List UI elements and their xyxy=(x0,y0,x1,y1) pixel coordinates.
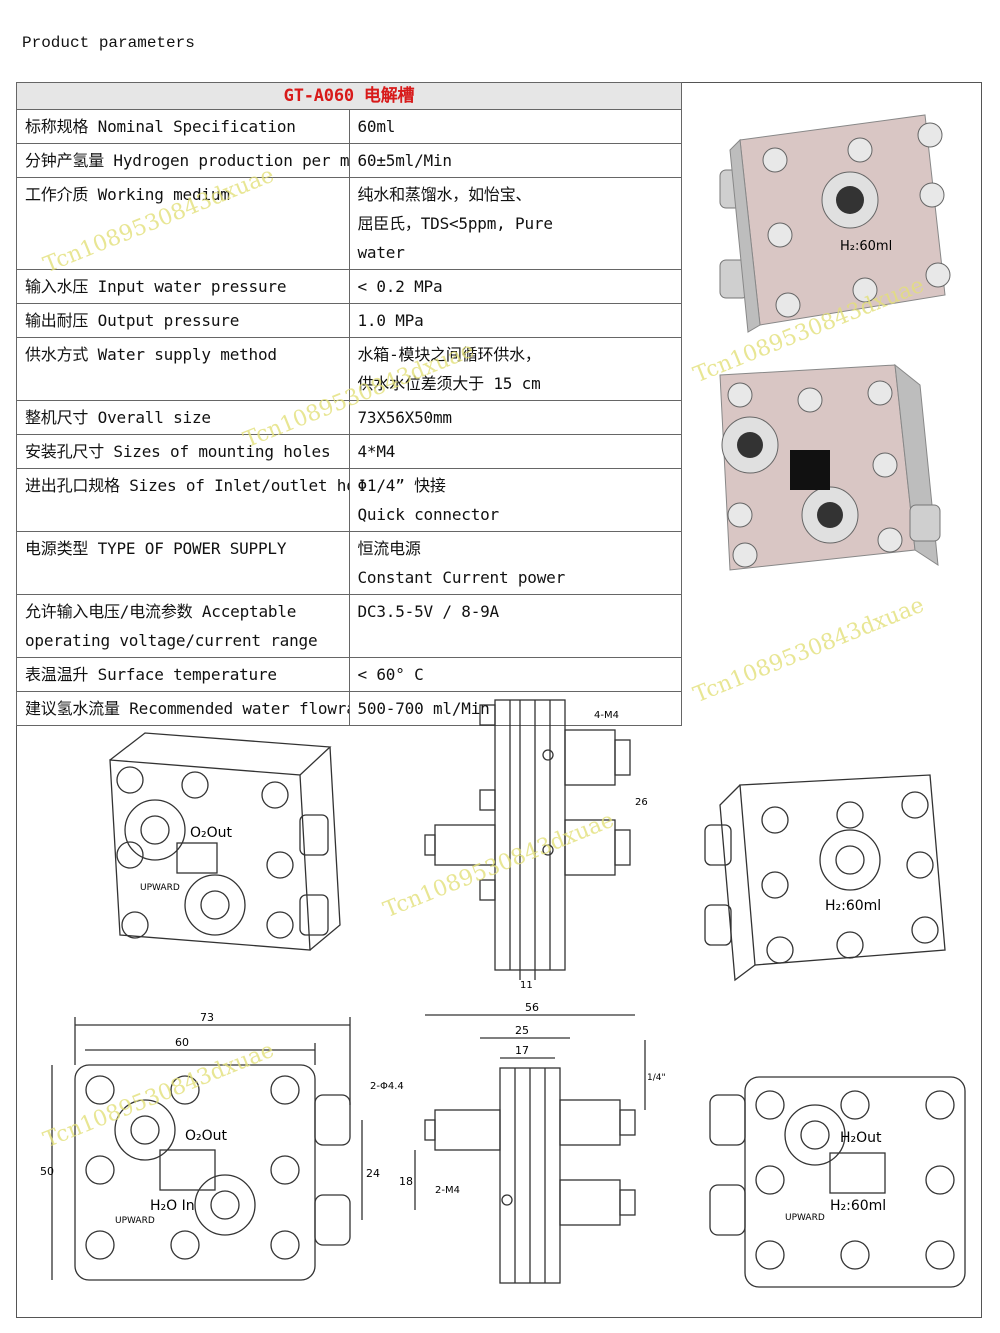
row-label: 工作介质 Working medium xyxy=(16,177,350,270)
dim-25: 25 xyxy=(515,1024,529,1037)
row-label: 进出孔口规格 Sizes of Inlet/outlet holes xyxy=(16,468,350,532)
row-value: < 0.2 MPa xyxy=(348,269,682,304)
table-row: 允许输入电压/电流参数 Acceptable operating voltage… xyxy=(16,594,682,658)
table-row: 输入水压 Input water pressure < 0.2 MPa xyxy=(16,269,682,304)
table-title-row: GT-A060 电解槽 xyxy=(16,82,682,110)
dim-24: 24 xyxy=(366,1167,380,1180)
row-value: 恒流电源 Constant Current power xyxy=(348,531,682,595)
drawing-side-dimensions: 56 25 17 18 2-M4 1/4" xyxy=(399,1001,665,1284)
drawing-isometric-front: O₂Out UPWARD xyxy=(109,732,341,951)
table-row: 表温温升 Surface temperature < 60° C xyxy=(16,657,682,692)
row-value-line: 纯水和蒸馏水，如怡宝、 xyxy=(357,185,532,204)
h2-out-back: H₂Out xyxy=(840,1130,882,1146)
row-value-line: 水箱-模块之间循环供水， xyxy=(357,345,541,364)
table-row: 工作介质 Working medium 纯水和蒸馏水，如怡宝、 屈臣氏，TDS<… xyxy=(16,177,682,270)
row-label: 表温温升 Surface temperature xyxy=(16,657,350,692)
row-value: 水箱-模块之间循环供水， 供水水位差须大于 15 cm xyxy=(348,337,682,401)
row-label: 允许输入电压/电流参数 Acceptable operating voltage… xyxy=(16,594,350,658)
row-value-line: 恒流电源 xyxy=(357,539,421,558)
table-row: 安装孔尺寸 Sizes of mounting holes 4*M4 xyxy=(16,434,682,469)
table-row: 电源类型 TYPE OF POWER SUPPLY 恒流电源 Constant … xyxy=(16,531,682,595)
row-value: 4*M4 xyxy=(348,434,682,469)
row-value: 60±5ml/Min xyxy=(348,143,682,178)
row-label: 标称规格 Nominal Specification xyxy=(16,109,350,144)
dim-11: 11 xyxy=(520,980,533,990)
h2-rate-back: H₂:60ml xyxy=(830,1198,886,1214)
row-value-line: water xyxy=(357,243,405,262)
table-row: 建议氢水流量 Recommended water flowrate 500-70… xyxy=(16,691,682,726)
dim-26: 26 xyxy=(635,797,648,808)
row-label-line: 允许输入电压/电流参数 Acceptable xyxy=(25,602,297,621)
dim-50: 50 xyxy=(40,1165,54,1178)
drawing-side-view: 4-M4 26 11 xyxy=(424,699,648,990)
row-label: 建议氢水流量 Recommended water flowrate xyxy=(16,691,350,726)
o2-out-front: O₂Out xyxy=(185,1128,228,1144)
dim-thread: 1/4" xyxy=(647,1073,665,1083)
table-row: 输出耐压 Output pressure 1.0 MPa xyxy=(16,303,682,338)
page-heading: Product parameters xyxy=(22,34,195,52)
dim-60: 60 xyxy=(175,1036,189,1049)
drawing-back-view: H₂Out H₂:60ml UPWARD xyxy=(709,1076,966,1288)
h2-rate-label: H₂:60ml xyxy=(840,239,892,254)
row-label: 电源类型 TYPE OF POWER SUPPLY xyxy=(16,531,350,595)
row-label: 分钟产氢量 Hydrogen production per minute xyxy=(16,143,350,178)
product-photo-back xyxy=(719,363,941,571)
dim-73: 73 xyxy=(200,1011,214,1024)
row-label: 安装孔尺寸 Sizes of mounting holes xyxy=(16,434,350,469)
row-value-line: Φ1/4” 快接 xyxy=(357,476,446,495)
row-value-line: 供水水位差须大于 15 cm xyxy=(357,374,541,393)
dim-2-m4: 2-M4 xyxy=(435,1185,460,1196)
row-value: Φ1/4” 快接 Quick connector xyxy=(348,468,682,532)
table-row: 进出孔口规格 Sizes of Inlet/outlet holes Φ1/4”… xyxy=(16,468,682,532)
row-value: 纯水和蒸馏水，如怡宝、 屈臣氏，TDS<5ppm, Pure water xyxy=(348,177,682,270)
table-row: 供水方式 Water supply method 水箱-模块之间循环供水， 供水… xyxy=(16,337,682,401)
dim-17: 17 xyxy=(515,1044,529,1057)
upward-back: UPWARD xyxy=(785,1213,825,1223)
row-value-line: 屈臣氏，TDS<5ppm, Pure xyxy=(357,214,553,233)
dim-4-m4: 4-M4 xyxy=(594,710,619,721)
row-label: 输入水压 Input water pressure xyxy=(16,269,350,304)
row-label: 供水方式 Water supply method xyxy=(16,337,350,401)
table-row: 标称规格 Nominal Specification 60ml xyxy=(16,109,682,144)
row-label: 输出耐压 Output pressure xyxy=(16,303,350,338)
o2-out-label: O₂Out xyxy=(190,825,233,841)
row-value-line: Quick connector xyxy=(357,505,500,524)
dim-56: 56 xyxy=(525,1001,539,1014)
table-title: GT-A060 电解槽 xyxy=(16,82,682,110)
row-label: 整机尺寸 Overall size xyxy=(16,400,350,435)
h2o-in-front: H₂O In xyxy=(150,1198,195,1214)
row-value: 73X56X50mm xyxy=(348,400,682,435)
row-value: 1.0 MPa xyxy=(348,303,682,338)
table-row: 整机尺寸 Overall size 73X56X50mm xyxy=(16,400,682,435)
table-row: 分钟产氢量 Hydrogen production per minute 60±… xyxy=(16,143,682,178)
dim-18: 18 xyxy=(399,1175,413,1188)
row-value: DC3.5-5V / 8-9A xyxy=(348,594,682,658)
dim-hole: 2-Φ4.4 xyxy=(370,1081,404,1092)
row-label-line: operating voltage/current range xyxy=(25,631,318,650)
product-photo-front: H₂:60ml xyxy=(719,114,951,333)
upward-label: UPWARD xyxy=(140,883,180,893)
row-value: 500-700 ml/Min xyxy=(348,691,682,726)
row-value-line: Constant Current power xyxy=(357,568,566,587)
row-value: < 60° C xyxy=(348,657,682,692)
upward-front: UPWARD xyxy=(115,1216,155,1226)
drawing-isometric-back: H₂:60ml xyxy=(704,774,946,982)
drawing-front-dimensions: 73 60 50 24 2-Φ4.4 O₂Out H₂O In UPWARD xyxy=(40,1011,404,1281)
h2-rate-drawing: H₂:60ml xyxy=(825,898,881,914)
parameters-table: GT-A060 电解槽 标称规格 Nominal Specification 6… xyxy=(16,82,682,726)
row-value: 60ml xyxy=(348,109,682,144)
